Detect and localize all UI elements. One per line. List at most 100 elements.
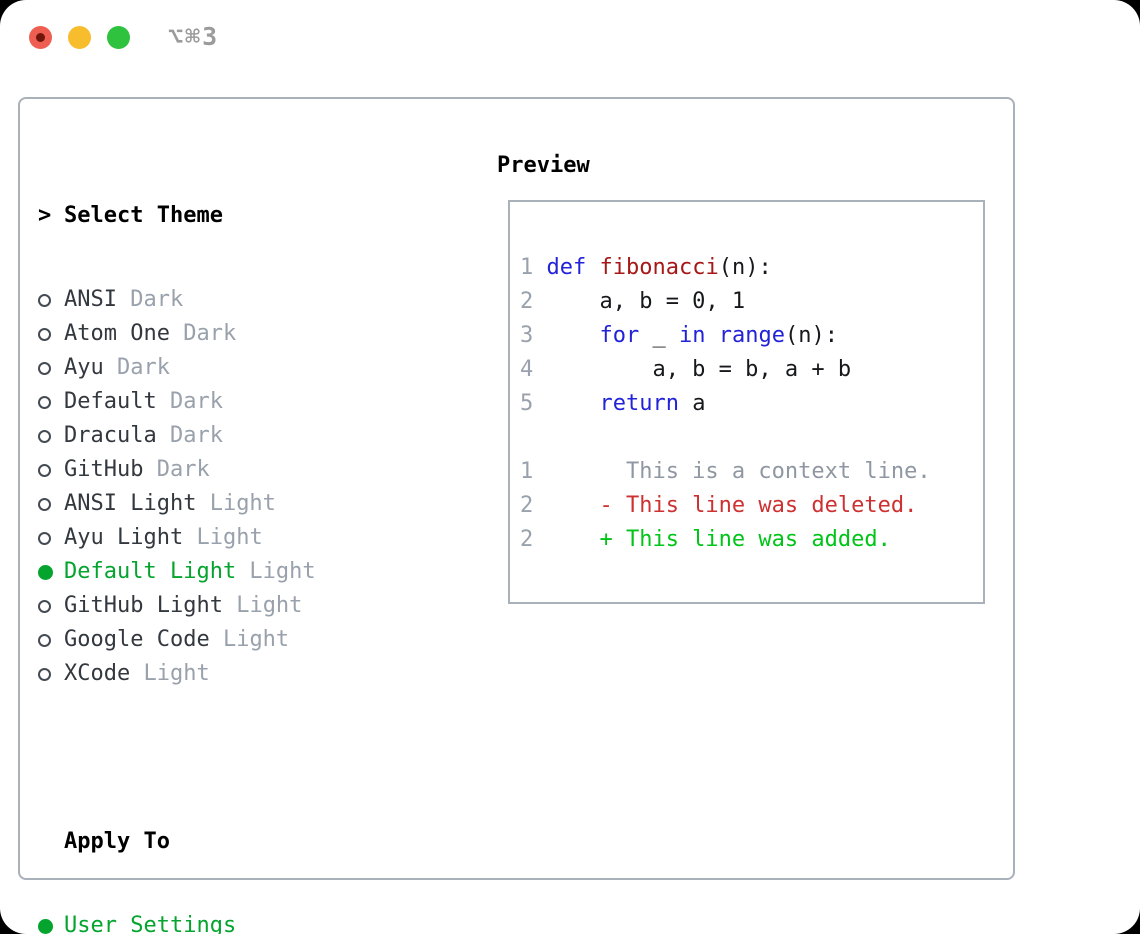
code-segment: - This line was deleted. bbox=[546, 493, 918, 518]
preview-title: Preview bbox=[497, 153, 590, 178]
option-label: Dracula bbox=[64, 423, 157, 448]
minimize-button-icon[interactable] bbox=[68, 26, 91, 49]
radio-icon bbox=[38, 430, 51, 443]
radio-icon bbox=[38, 634, 51, 647]
option-label: Atom One bbox=[64, 321, 170, 346]
code-segment: + This line was added. bbox=[546, 527, 891, 552]
line-number: 2 bbox=[520, 493, 534, 518]
window-shortcut-label: ⌥⌘3 bbox=[168, 22, 220, 51]
radio-icon bbox=[38, 362, 51, 375]
theme-option[interactable]: XCode Light bbox=[38, 657, 409, 691]
close-button-icon[interactable] bbox=[29, 26, 52, 49]
theme-variant-label: Dark bbox=[169, 321, 237, 346]
option-label: GitHub bbox=[64, 457, 144, 482]
theme-variant-label: Light bbox=[209, 627, 290, 652]
code-segment: return bbox=[599, 391, 679, 416]
code-segment: fibonacci bbox=[599, 255, 719, 280]
apply-to-option[interactable]: User Settings bbox=[38, 909, 409, 934]
code-segment: (n): bbox=[718, 255, 772, 280]
code-segment: a bbox=[678, 391, 706, 416]
code-line: 4 a, b = b, a + b bbox=[520, 353, 983, 387]
code-segment: range bbox=[718, 323, 785, 348]
radio-icon bbox=[38, 464, 51, 477]
theme-option[interactable]: Dracula Dark bbox=[38, 419, 409, 453]
radio-icon bbox=[38, 600, 51, 613]
theme-variant-label: Dark bbox=[143, 457, 210, 482]
theme-variant-label: Dark bbox=[103, 355, 170, 380]
code-line: 3 for _ in range(n): bbox=[520, 319, 983, 353]
apply-to-title: Apply To bbox=[64, 829, 170, 854]
code-line: 2 + This line was added. bbox=[520, 523, 983, 557]
option-label: ANSI bbox=[64, 287, 117, 312]
line-number: 1 bbox=[520, 255, 534, 280]
code-segment: (n): bbox=[784, 323, 838, 348]
code-segment: This is a context line. bbox=[546, 459, 931, 484]
option-label: XCode bbox=[64, 661, 131, 686]
radio-icon bbox=[38, 532, 51, 545]
code-segment: _ bbox=[639, 323, 679, 348]
code-segment bbox=[705, 323, 718, 348]
apply-to-header: Apply To bbox=[38, 825, 409, 859]
option-label: GitHub Light bbox=[64, 593, 223, 618]
theme-option[interactable]: GitHub Light Light bbox=[38, 589, 409, 623]
option-label: Default bbox=[64, 389, 157, 414]
option-label: Ayu bbox=[64, 355, 104, 380]
radio-icon bbox=[38, 668, 51, 681]
option-label: Ayu Light bbox=[64, 525, 184, 550]
code-line: 2 - This line was deleted. bbox=[520, 489, 983, 523]
theme-variant-label: Dark bbox=[156, 389, 223, 414]
radio-icon bbox=[38, 328, 51, 341]
code-line: 1 This is a context line. bbox=[520, 455, 983, 489]
theme-option[interactable]: Google Code Light bbox=[38, 623, 409, 657]
selection-arrow-icon: > bbox=[38, 203, 52, 228]
spacer-row bbox=[38, 741, 409, 775]
theme-variant-label: Dark bbox=[156, 423, 223, 448]
theme-variant-label: Light bbox=[196, 491, 276, 516]
radio-icon bbox=[38, 294, 51, 307]
radio-selected-icon bbox=[38, 919, 53, 934]
zoom-button-icon[interactable] bbox=[107, 26, 130, 49]
theme-variant-label: Light bbox=[222, 593, 303, 618]
theme-option[interactable]: Default Light Light bbox=[38, 555, 409, 589]
line-number: 4 bbox=[520, 357, 534, 382]
line-number: 2 bbox=[520, 289, 534, 314]
theme-option[interactable]: Default Dark bbox=[38, 385, 409, 419]
theme-option[interactable]: Ayu Dark bbox=[38, 351, 409, 385]
line-number: 3 bbox=[520, 323, 534, 348]
theme-option[interactable]: ANSI Light Light bbox=[38, 487, 409, 521]
code-line bbox=[520, 421, 983, 455]
theme-variant-label: Light bbox=[183, 525, 263, 550]
code-segment: def bbox=[546, 255, 587, 280]
option-label: Default Light bbox=[64, 559, 237, 584]
radio-icon bbox=[38, 498, 51, 511]
line-number: 5 bbox=[520, 391, 534, 416]
theme-option[interactable]: GitHub Dark bbox=[38, 453, 409, 487]
theme-option[interactable]: Atom One Dark bbox=[38, 317, 409, 351]
option-label: Google Code bbox=[64, 627, 210, 652]
line-number: 1 bbox=[520, 459, 534, 484]
code-segment bbox=[546, 323, 599, 348]
radio-selected-icon bbox=[38, 565, 53, 580]
code-segment bbox=[586, 255, 599, 280]
code-segment: a, b = 0, 1 bbox=[546, 289, 746, 314]
code-line: 1 def fibonacci(n): bbox=[520, 251, 983, 285]
theme-variant-label: Light bbox=[236, 559, 316, 584]
radio-icon bbox=[38, 396, 51, 409]
theme-option[interactable]: ANSI Dark bbox=[38, 283, 409, 317]
select-theme-title: Select Theme bbox=[64, 203, 223, 228]
code-segment: a, b = b, a + b bbox=[546, 357, 852, 382]
option-label: User Settings bbox=[64, 913, 237, 934]
code-segment: for bbox=[599, 323, 640, 348]
titlebar bbox=[29, 26, 130, 49]
theme-variant-label: Dark bbox=[116, 287, 184, 312]
theme-variant-label: Light bbox=[130, 661, 210, 686]
code-segment: in bbox=[678, 323, 706, 348]
select-theme-header: > Select Theme bbox=[38, 199, 409, 233]
theme-option[interactable]: Ayu Light Light bbox=[38, 521, 409, 555]
option-label: ANSI Light bbox=[64, 491, 197, 516]
